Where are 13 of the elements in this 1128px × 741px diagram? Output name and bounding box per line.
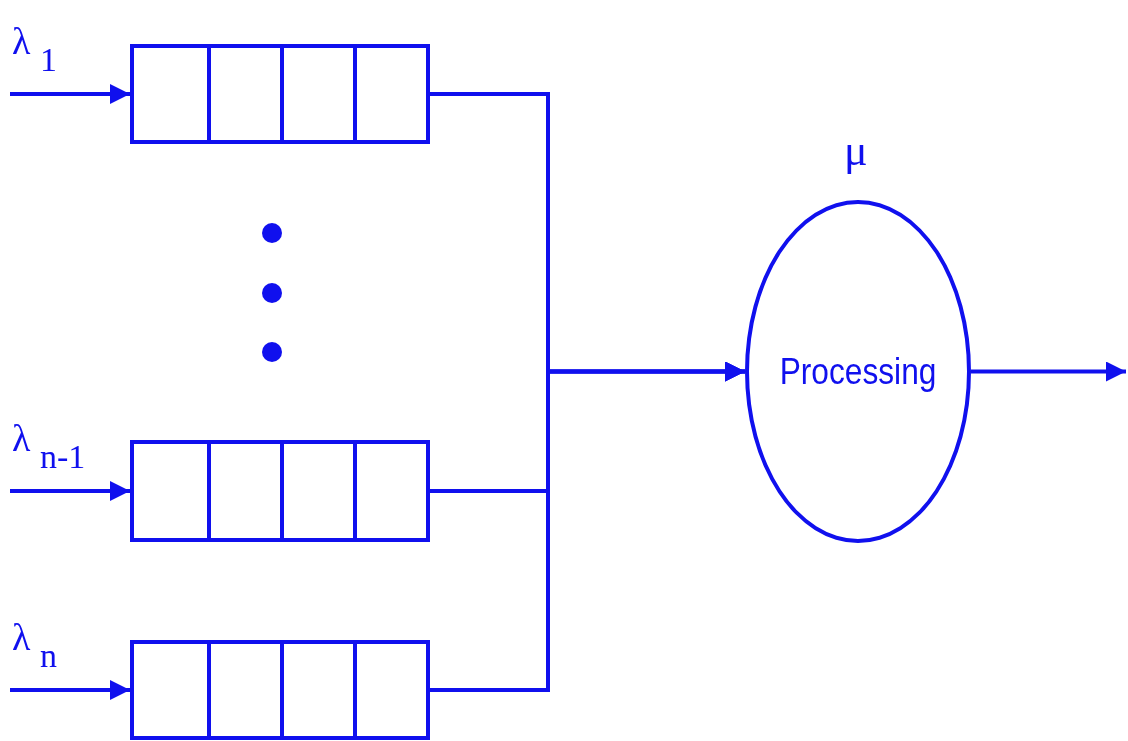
arrow (971, 361, 1126, 382)
arrival-rate-label: λ $_{n-1}$ (12, 419, 86, 474)
service-rate-label: μ (844, 125, 868, 176)
queue-box (130, 440, 430, 542)
arrow (10, 680, 130, 700)
node-label: Processing (779, 350, 937, 393)
arrival-rate-label: λ $_{n}$ (12, 618, 57, 673)
arrival-rate-label: λ $_{1}$ (12, 22, 57, 77)
queue-box (130, 44, 430, 144)
arrow (430, 361, 745, 692)
queue-box (130, 640, 430, 740)
arrow (10, 481, 130, 501)
arrow (10, 84, 130, 104)
